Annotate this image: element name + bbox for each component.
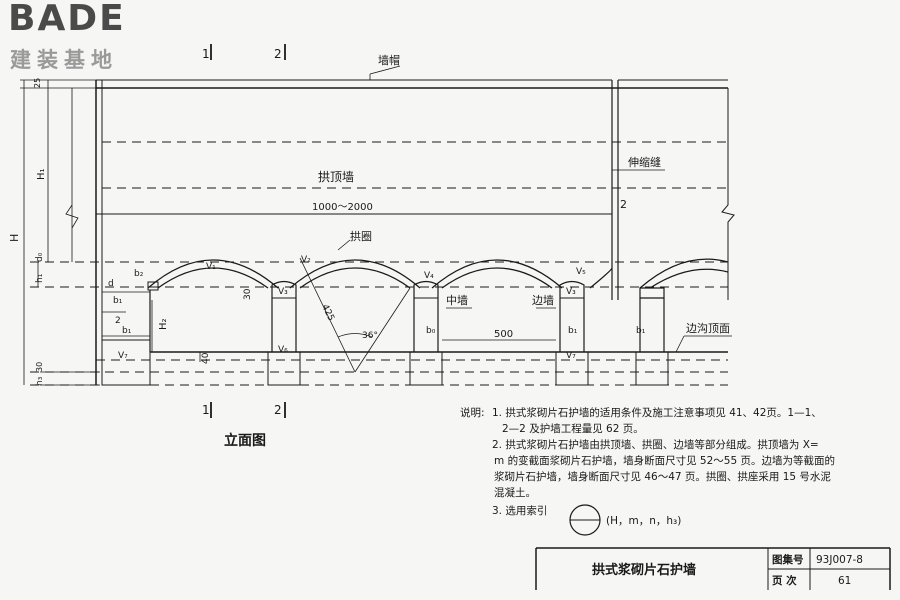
note-2a: 2. 拱式浆砌片石护墙由拱顶墙、拱圈、边墙等部分组成。拱顶墙为 X=	[492, 438, 819, 451]
piers	[101, 280, 669, 386]
dim-d: d	[108, 279, 114, 289]
title-block-page-label: 页 次	[772, 574, 797, 587]
dim-radius: 425	[319, 303, 336, 323]
label-side-wall: 边墙	[532, 293, 554, 307]
dim-H2: H₂	[158, 318, 169, 330]
label-arch-ring: 拱圈	[350, 229, 372, 243]
dim-30: 30	[243, 288, 253, 300]
volume-v2: V₂	[301, 255, 311, 265]
label-expansion-joint: 伸缩缝	[628, 155, 661, 169]
dim-500: 500	[494, 329, 513, 340]
title-block	[535, 547, 891, 590]
dim-b2: b₂	[134, 269, 144, 279]
note-2c: 浆砌片石护墙，墙身断面尺寸见 46～47 页。拱圈、拱座采用 15 号水泥	[494, 470, 831, 483]
break-line-right	[721, 88, 735, 300]
note-1a: 1. 拱式浆砌片石护墙的适用条件及施工注意事项见 41、42页。1—1、	[492, 406, 822, 419]
dim-b1-mid: b₁	[568, 326, 578, 336]
dim-b1-half-num: b₁	[113, 296, 123, 306]
dim-H1: H₁	[36, 168, 47, 180]
dim-b0: b₀	[426, 326, 436, 336]
title-block-atlas-value: 93J007-8	[816, 554, 863, 566]
wall-outline	[95, 79, 728, 385]
note-2b: m 的变截面浆砌片石护墙，墙身断面尺寸见 52～55 页。边墙为等截面的	[494, 454, 835, 467]
label-middle-wall: 中墙	[446, 293, 468, 307]
volume-v6: V₆	[278, 345, 288, 355]
left-dimensions	[20, 79, 612, 386]
section-mark-top-1: 1	[202, 47, 210, 61]
dim-h1: h₁	[35, 273, 45, 283]
dim-b1-left: b₁	[122, 326, 132, 336]
dashed-lines	[30, 141, 728, 386]
notes-heading: 说明:	[460, 406, 485, 419]
dim-H: H	[8, 234, 21, 242]
volume-v3-right: V₃	[566, 287, 576, 297]
leader-lines	[337, 65, 732, 353]
note-3: 3. 选用索引	[492, 504, 547, 517]
volume-v4: V₄	[424, 271, 434, 281]
arch-rings	[147, 258, 729, 289]
expansion-joint	[611, 80, 619, 300]
section-mark-bottom-1: 1	[202, 403, 210, 417]
dim-b1-half-den: 2	[115, 316, 121, 326]
section-mark-bottom-2: 2	[274, 403, 282, 417]
dim-25: 25	[33, 78, 42, 88]
volume-v7-right: V₇	[566, 351, 576, 361]
note-2d: 混凝土。	[494, 486, 536, 499]
index-symbol	[569, 504, 601, 536]
logo-subtitle: 建装基地	[10, 48, 118, 72]
index-params: (H，m，n，h₃)	[606, 515, 681, 527]
note-1b: 2—2 及护墙工程量见 62 页。	[502, 422, 644, 435]
label-wall-cap: 墙帽	[378, 53, 400, 67]
figure-title: 立面图	[224, 432, 266, 449]
label-arch-wall: 拱顶墙	[318, 170, 354, 184]
volume-v3: V₃	[278, 287, 288, 297]
title-block-drawing-name: 拱式浆砌片石护墙	[592, 562, 696, 578]
arch-geometry	[299, 257, 411, 373]
label-ditch-top: 边沟顶面	[686, 322, 730, 335]
title-block-page-value: 61	[838, 575, 851, 587]
logo: BADE 建装基地	[4, 0, 154, 72]
dim-d0: d₀	[35, 252, 45, 262]
dim-span: 1000～2000	[312, 202, 373, 213]
dim-h30: 30	[35, 362, 44, 372]
volume-v1: V₁	[206, 262, 216, 272]
title-block-atlas-label: 图集号	[772, 553, 804, 566]
dim-40: 40	[201, 352, 211, 364]
notes: 说明: 1. 拱式浆砌片石护墙的适用条件及施工注意事项见 41、42页。1—1、…	[460, 406, 835, 536]
dim-h3: h₃	[35, 376, 45, 386]
section-mark-top-2: 2	[274, 47, 282, 61]
section-marks	[210, 44, 286, 418]
volume-v7-left: V₇	[118, 351, 128, 361]
label-joint-mark: 2	[620, 198, 627, 211]
dim-angle: 36°	[362, 331, 378, 341]
logo-brand: BADE	[8, 0, 126, 39]
dim-b1-right: b₁	[636, 326, 646, 336]
volume-v5: V₅	[576, 267, 586, 277]
